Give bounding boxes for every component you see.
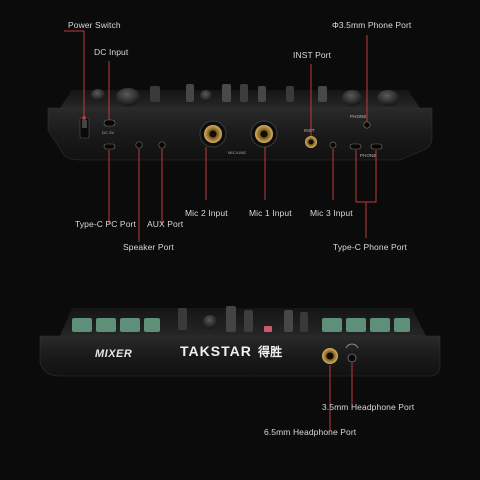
device-brand-logo: TAKSTAR bbox=[180, 343, 252, 359]
label-power-switch: Power Switch bbox=[68, 20, 121, 30]
panel-mark-phone: PHONE bbox=[350, 114, 367, 119]
fader-cap-icon bbox=[300, 312, 308, 332]
headphone-65-port-icon bbox=[322, 348, 338, 364]
fader-cap-icon bbox=[178, 308, 187, 330]
fader-cap-icon bbox=[240, 84, 248, 102]
typec-phone-port-icon bbox=[349, 143, 362, 150]
pad-button-icon bbox=[346, 318, 366, 332]
fader-cap-icon bbox=[150, 86, 160, 102]
knob-icon bbox=[377, 90, 399, 106]
label-phone-port-35: Φ3.5mm Phone Port bbox=[332, 20, 412, 30]
device-model-label: MIXER bbox=[95, 348, 133, 360]
leader-lines bbox=[64, 30, 377, 431]
front-button-row bbox=[72, 306, 410, 332]
typec-pc-port-icon bbox=[103, 143, 116, 150]
label-typec-phone-port: Type-C Phone Port bbox=[333, 242, 407, 252]
inst-port-icon bbox=[305, 136, 317, 148]
fader-cap-icon bbox=[226, 306, 236, 332]
label-headphone-35: 3.5mm Headphone Port bbox=[322, 402, 415, 412]
leader-power-switch bbox=[64, 30, 85, 118]
label-mic3-input: Mic 3 Input bbox=[310, 208, 353, 218]
pad-button-icon bbox=[144, 318, 160, 332]
panel-mark-inst: INST bbox=[304, 128, 315, 133]
fader-cap-icon bbox=[284, 310, 293, 332]
fader-cap-icon bbox=[258, 86, 266, 102]
fader-cap-icon bbox=[186, 84, 194, 102]
label-dc-input: DC Input bbox=[94, 47, 129, 57]
mic1-combo-jack-icon bbox=[250, 120, 278, 148]
label-speaker-port: Speaker Port bbox=[123, 242, 174, 252]
front-panel-face bbox=[39, 335, 441, 377]
label-inst-port: INST Port bbox=[293, 50, 332, 60]
typec-phone-port-icon bbox=[370, 143, 383, 150]
speaker-port-icon bbox=[135, 141, 143, 149]
label-aux-port: AUX Port bbox=[147, 219, 184, 229]
leader-dot bbox=[82, 116, 86, 120]
knob-icon bbox=[116, 88, 140, 106]
pad-button-icon bbox=[120, 318, 140, 332]
knob-icon bbox=[342, 90, 362, 106]
pad-button-icon bbox=[322, 318, 342, 332]
fader-cap-icon bbox=[318, 86, 327, 102]
fader-cap-icon bbox=[244, 310, 253, 332]
headphone-symbol-icon bbox=[345, 343, 359, 349]
knob-icon bbox=[203, 315, 217, 329]
knob-icon bbox=[91, 89, 105, 101]
front-device bbox=[39, 306, 441, 377]
fader-cap-icon bbox=[222, 84, 231, 102]
pad-button-icon bbox=[96, 318, 116, 332]
led-indicator-icon bbox=[264, 326, 272, 332]
pad-button-icon bbox=[394, 318, 410, 332]
label-headphone-65: 6.5mm Headphone Port bbox=[264, 427, 357, 437]
pad-button-icon bbox=[370, 318, 390, 332]
mic2-combo-jack-icon bbox=[199, 120, 227, 148]
panel-mark-phone-typec: PHONE bbox=[360, 153, 377, 158]
rear-panel-face bbox=[47, 107, 433, 161]
phone-35-port-icon bbox=[363, 121, 371, 129]
knob-icon bbox=[200, 90, 212, 102]
mic3-port-icon bbox=[329, 141, 337, 149]
label-mic2-input: Mic 2 Input bbox=[185, 208, 228, 218]
label-typec-pc-port: Type-C PC Port bbox=[75, 219, 136, 229]
panel-mark-mic-combo: MIC/LINE bbox=[228, 150, 247, 155]
fader-cap-icon bbox=[286, 86, 294, 102]
headphone-35-port-icon bbox=[347, 353, 357, 363]
panel-mark-dc: DC 5V bbox=[102, 130, 115, 135]
device-brand-cn: 得胜 bbox=[258, 345, 283, 359]
label-mic1-input: Mic 1 Input bbox=[249, 208, 292, 218]
dc-input-port-icon bbox=[103, 119, 116, 127]
pad-button-icon bbox=[72, 318, 92, 332]
power-switch-rocker bbox=[82, 120, 87, 128]
aux-port-icon bbox=[158, 141, 166, 149]
rear-device bbox=[47, 84, 433, 161]
rear-knob-row bbox=[91, 84, 399, 106]
